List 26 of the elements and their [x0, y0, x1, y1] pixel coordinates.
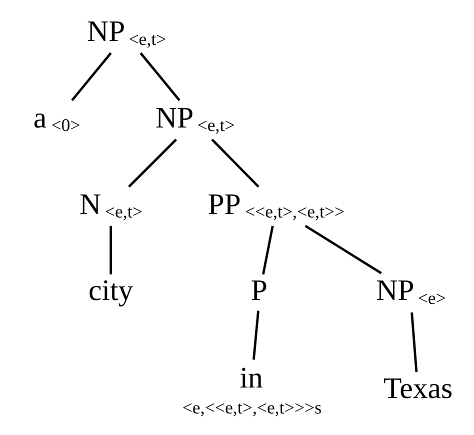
connector	[109, 226, 112, 274]
connector	[128, 138, 177, 188]
connector	[210, 138, 259, 188]
node-text: in	[239, 361, 262, 394]
node-text: NP	[155, 101, 194, 134]
connector	[252, 310, 259, 360]
node-text: NP	[376, 274, 414, 308]
connector	[139, 52, 180, 102]
node-label: <0>	[50, 115, 80, 136]
node-label: <e,<<e,t>,<e,t>>>s	[182, 398, 322, 418]
node-label: <e>	[417, 288, 446, 308]
node-text: city	[88, 274, 133, 308]
node-label: <e,t>	[196, 115, 234, 136]
node-text: N	[79, 188, 101, 221]
node-text: NP	[86, 14, 125, 48]
node-label: <e,t>	[104, 202, 142, 222]
node-text: a	[32, 101, 46, 134]
connector	[410, 312, 418, 372]
node-text: Texas	[383, 372, 452, 405]
connector	[70, 52, 112, 102]
node-label: <<e,t>,<e,t>>	[244, 202, 344, 222]
connector	[304, 224, 382, 274]
node-text: PP	[207, 188, 240, 221]
node-label: <e,t>	[128, 28, 166, 49]
connector	[262, 226, 274, 275]
node-text: P	[250, 274, 267, 308]
